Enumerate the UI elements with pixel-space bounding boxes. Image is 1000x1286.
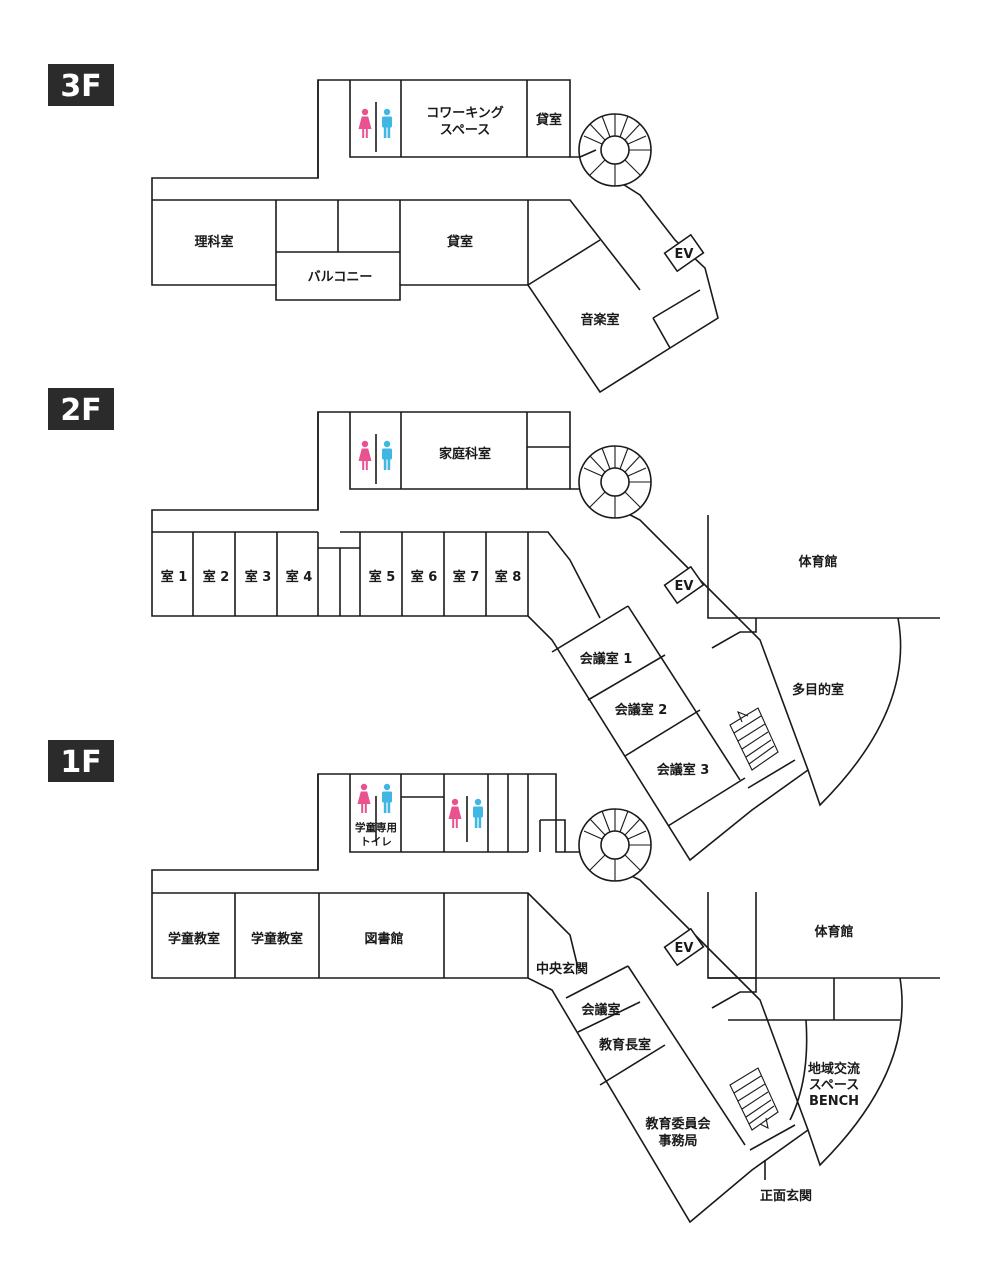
board-office-label-line2: 事務局 (658, 1133, 697, 1149)
gym-1f-label: 体育館 (814, 924, 853, 940)
room-8-label: 室 8 (495, 569, 522, 585)
music-room-label: 音楽室 (580, 312, 619, 328)
floor-2f: 2F (48, 388, 940, 862)
board-office-label-line1: 教育委員会 (644, 1116, 711, 1132)
stair-2f (729, 707, 779, 771)
floor-label-3f: 3F (60, 69, 101, 104)
room-3-label: 室 3 (245, 569, 272, 585)
room-4-label: 室 4 (286, 569, 313, 585)
floor-badge-1f (48, 740, 114, 782)
elevator-1f-label: EV (675, 941, 694, 956)
community-space-label-line1: 地域交流 (808, 1061, 860, 1077)
rental-room-label: 貸室 (447, 234, 473, 250)
kids-classroom-a-label: 学童教室 (168, 931, 220, 947)
spiral-stair-3f-steps (583, 114, 651, 186)
central-entrance-label: 中央玄関 (536, 961, 588, 977)
elevator-2f (663, 565, 705, 605)
room-6-label: 室 6 (411, 569, 438, 585)
floor-label-2f: 2F (60, 393, 101, 428)
multipurpose-room-label: 多目的室 (792, 682, 844, 698)
balcony-label: バルコニー (308, 270, 373, 285)
elevator-3f (663, 233, 705, 273)
room-1-label: 室 1 (161, 569, 188, 585)
kids-toilet-label-line2: トイレ (360, 836, 392, 848)
library-label: 図書館 (364, 931, 403, 947)
room-2-label: 室 2 (203, 569, 230, 585)
home-ec-room-label: 家庭科室 (439, 446, 491, 462)
gym-2f-label: 体育館 (798, 554, 837, 570)
floor-1f: 1F (48, 740, 940, 1224)
kids-classroom-b-label: 学童教室 (251, 931, 303, 947)
kids-toilet-label-line1: 学童専用 (355, 821, 397, 834)
community-space-label-line2: スペース (809, 1078, 859, 1093)
spiral-stair-1f-steps (583, 809, 651, 881)
meeting-room-1f-label: 会議室 (581, 1002, 620, 1018)
elevator-2f-label: EV (675, 579, 694, 594)
main-entrance-label: 正面玄関 (760, 1188, 812, 1204)
spiral-stair-3f-arrow (579, 149, 597, 158)
room-7-label: 室 7 (453, 569, 480, 585)
floor-label-1f: 1F (60, 745, 101, 780)
community-space-label-line3: BENCH (809, 1094, 859, 1109)
floor-badge-3f (48, 64, 114, 106)
meeting-room-3-label: 会議室 3 (657, 762, 710, 778)
room-5-label: 室 5 (369, 569, 396, 585)
coworking-label-line2: スペース (440, 123, 490, 138)
rental-room-small-label: 貸室 (536, 112, 562, 128)
meeting-room-2-label: 会議室 2 (615, 702, 668, 718)
stair-1f (729, 1067, 779, 1131)
elevator-3f-label: EV (675, 247, 694, 262)
floor-3f: 3F EV コワーキング スペース 貸 (48, 64, 719, 394)
spiral-stair-2f-steps (583, 446, 651, 518)
elevator-1f (663, 927, 705, 967)
science-room-label: 理科室 (194, 234, 233, 250)
superintendent-room-label: 教育長室 (598, 1037, 651, 1053)
coworking-label-line1: コワーキング (426, 105, 504, 121)
meeting-room-1-label: 会議室 1 (580, 651, 633, 667)
floor-badge-2f (48, 388, 114, 430)
